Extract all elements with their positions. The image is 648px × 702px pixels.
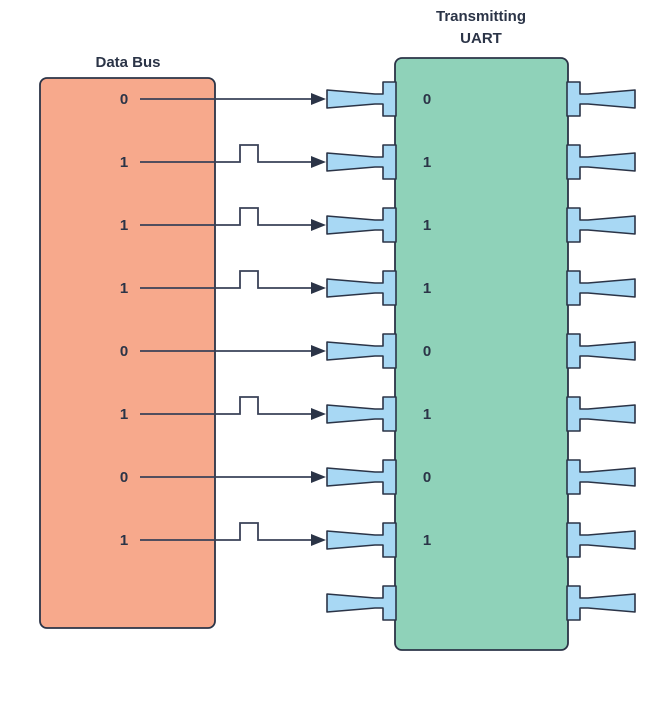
uart-output-pin [566,270,636,306]
uart-right-pins [566,81,636,621]
uart-bit-label: 0 [423,343,431,360]
data-bus-bit-label: 0 [120,91,128,108]
arrowhead [311,219,326,231]
data-bus-title: Data Bus [95,54,160,71]
arrowhead [311,534,326,546]
uart-title-line2: UART [460,30,502,47]
arrowhead [311,282,326,294]
arrowhead [311,408,326,420]
uart-bit-label: 0 [423,469,431,486]
arrowhead [311,93,326,105]
data-bus-bit-label: 1 [120,154,128,171]
uart-input-pin [326,522,397,558]
signal-wires [140,93,326,546]
bit-labels: 0 0 1 1 1 1 1 1 0 0 1 1 0 0 1 1 [120,91,431,549]
uart-output-pin [566,396,636,432]
arrowhead [311,156,326,168]
data-bus-bit-label: 1 [120,217,128,234]
signal-wire-pulse [140,207,312,226]
data-bus-bit-label: 0 [120,343,128,360]
uart-bit-label: 1 [423,280,431,297]
uart-title-line1: Transmitting [436,8,526,25]
uart-output-pin [566,144,636,180]
signal-wire-pulse [140,522,312,541]
arrowhead [311,471,326,483]
signal-wire-pulse [140,144,312,163]
uart-output-pin [566,522,636,558]
uart-input-pin [326,81,397,117]
uart-output-pin [566,459,636,495]
uart-bit-label: 1 [423,154,431,171]
data-bus-bit-label: 1 [120,280,128,297]
uart-bit-label: 1 [423,532,431,549]
uart-input-pin [326,144,397,180]
uart-bit-label: 1 [423,406,431,423]
uart-input-pin [326,396,397,432]
data-bus-bit-label: 0 [120,469,128,486]
data-bus-bit-label: 1 [120,406,128,423]
uart-output-pin [566,81,636,117]
uart-bit-label: 1 [423,217,431,234]
signal-wire-pulse [140,396,312,415]
uart-input-pin [326,459,397,495]
data-bus-bit-label: 1 [120,532,128,549]
uart-input-pin [326,207,397,243]
uart-input-pin [326,585,397,621]
uart-output-pin [566,585,636,621]
uart-input-pin [326,270,397,306]
arrowhead [311,345,326,357]
uart-output-pin [566,333,636,369]
uart-left-pins [326,81,397,621]
uart-block [394,57,569,651]
signal-wire-pulse [140,270,312,289]
data-bus-block [39,77,216,629]
uart-bit-label: 0 [423,91,431,108]
uart-output-pin [566,207,636,243]
uart-input-pin [326,333,397,369]
